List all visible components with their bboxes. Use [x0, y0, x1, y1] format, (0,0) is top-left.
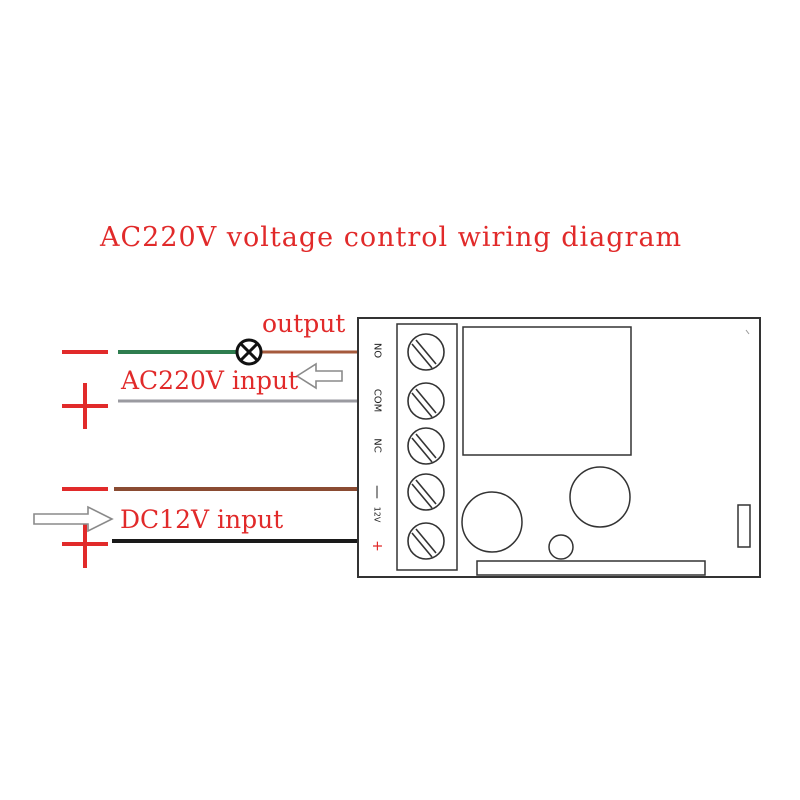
terminal-screws: [407, 333, 445, 560]
terminal-label-12v: 12V: [372, 506, 382, 523]
pin-header: [476, 560, 706, 576]
screw-plus: [407, 522, 445, 560]
output-label: output: [262, 309, 346, 338]
capacitor-large: [461, 491, 523, 553]
screw-no: [407, 333, 445, 371]
terminal-label-nc: NC: [371, 438, 383, 453]
arrow-right-icon: [33, 505, 114, 533]
board-mark: [745, 329, 750, 335]
terminal-label-plus: +: [369, 540, 385, 552]
screw-com: [407, 382, 445, 420]
capacitor-small: [548, 534, 574, 560]
arrow-left-icon: [295, 362, 343, 390]
screw-minus: [407, 473, 445, 511]
plus-sign-ac: [62, 383, 108, 429]
terminal-label-no: NO: [371, 342, 383, 359]
capacitor-right: [569, 466, 631, 528]
ac-input-label: AC220V input: [121, 366, 299, 395]
plus-sign-dc: [62, 522, 108, 568]
terminal-label-com: COM: [371, 388, 383, 413]
dc-input-label: DC12V input: [120, 505, 284, 534]
diagram-title: AC220V voltage control wiring diagram: [100, 222, 683, 253]
lamp-icon: [235, 338, 263, 366]
screw-nc: [407, 427, 445, 465]
side-connector: [737, 504, 751, 548]
relay: [462, 326, 632, 456]
